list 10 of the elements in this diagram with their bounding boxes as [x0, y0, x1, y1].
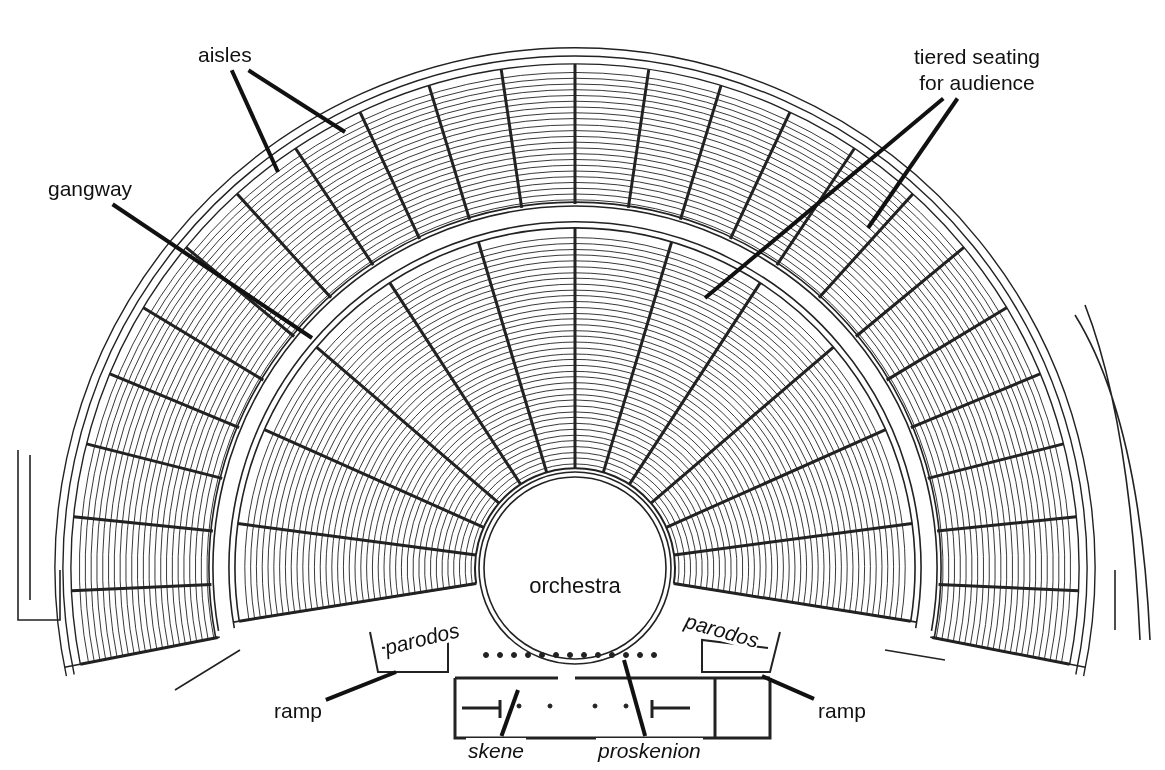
leader-line: [325, 670, 397, 702]
callout-label: proskenion: [596, 738, 703, 765]
leader-line: [761, 674, 815, 701]
leader-line: [229, 69, 280, 173]
leader-line: [111, 202, 314, 340]
leader-line: [499, 689, 520, 737]
leader-line: [866, 97, 960, 230]
leader-line: [703, 96, 945, 300]
leader-line: [622, 659, 648, 737]
leader-line: [247, 68, 347, 134]
